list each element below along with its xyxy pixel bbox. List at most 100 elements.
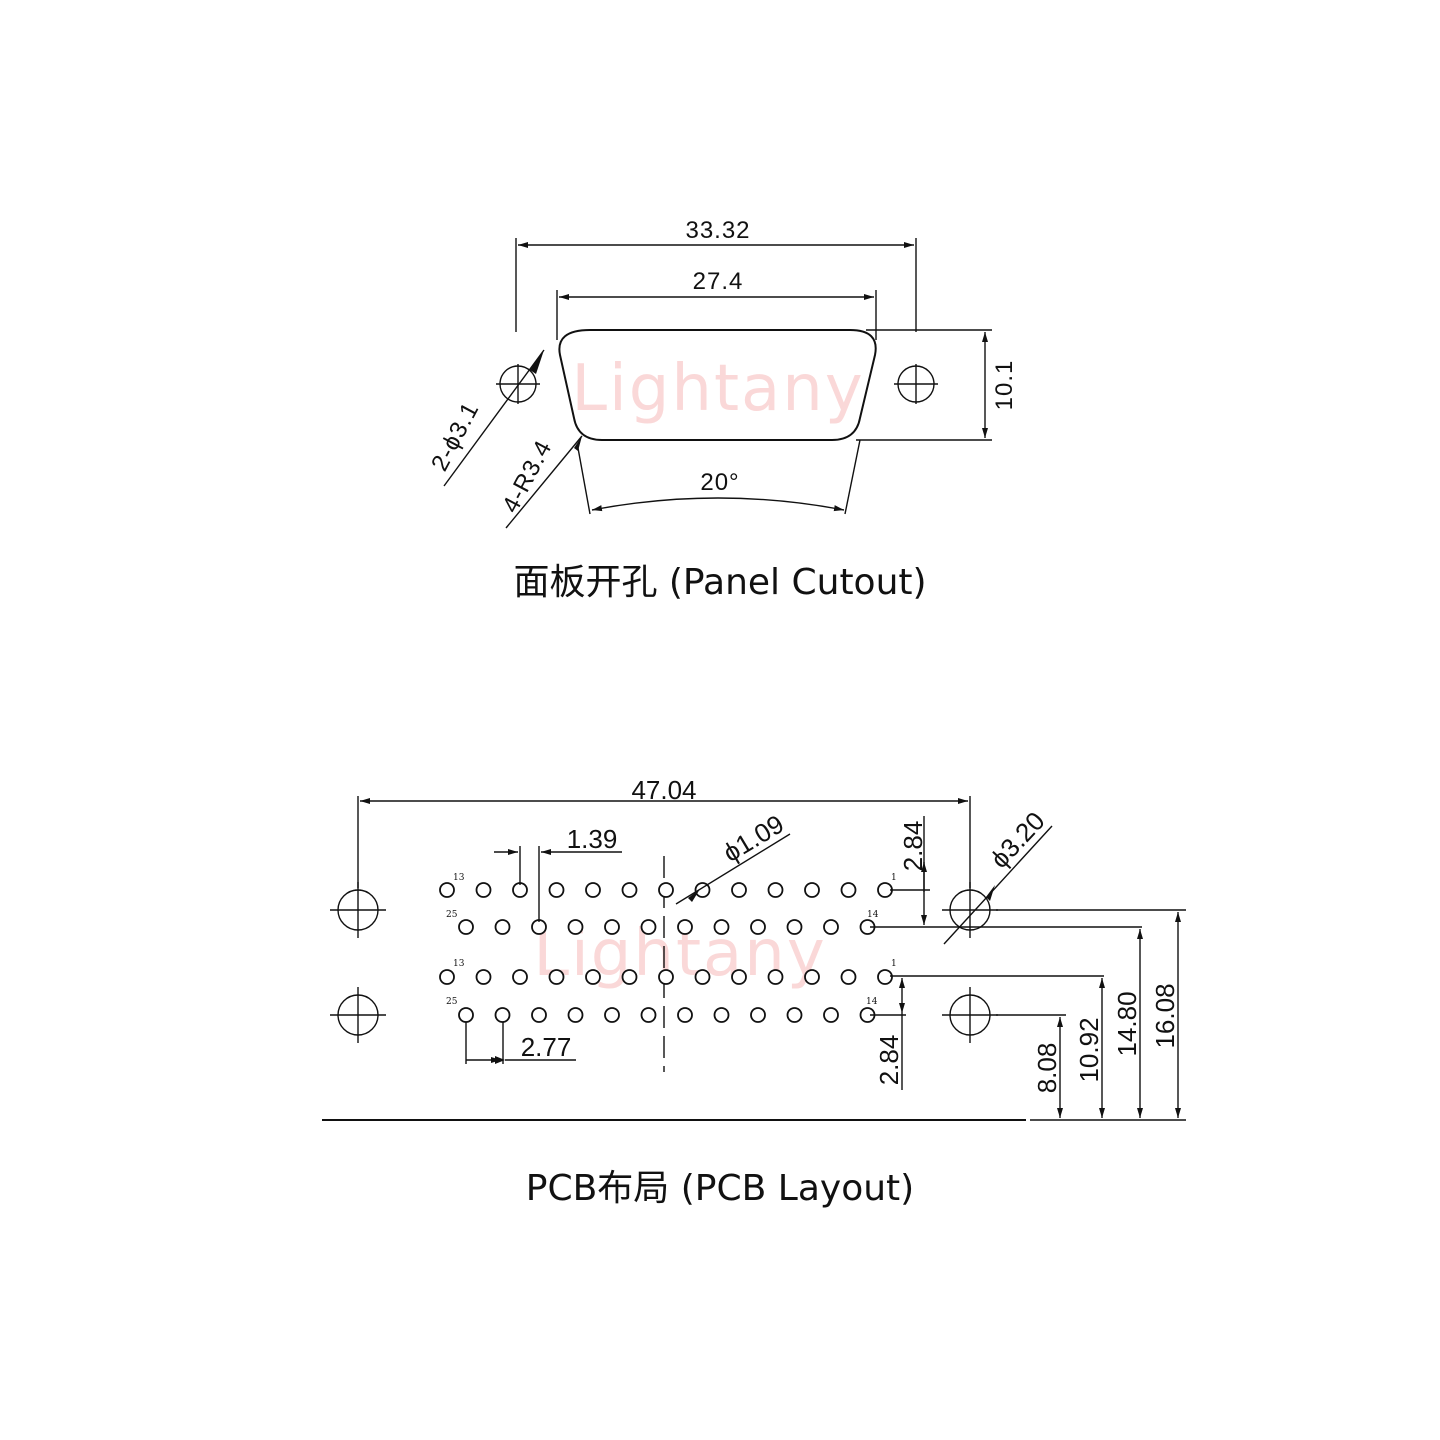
pcb-pin-hole xyxy=(475,969,492,985)
pcb-pin-hole xyxy=(786,1007,803,1023)
dim-row-spacing-bottom: 2.84 xyxy=(870,975,1104,1090)
pcb-pin-hole xyxy=(658,969,674,985)
dim-angle-label: 20° xyxy=(700,469,739,496)
pin-label-13-upper: 13 xyxy=(453,873,465,883)
pcb-pin-hole xyxy=(567,919,584,935)
pcb-pin-hole xyxy=(804,969,820,985)
pcb-mount-hole-top-left xyxy=(330,882,386,938)
pcb-pin-hole xyxy=(713,919,730,935)
pin-label-25-lower: 25 xyxy=(446,997,458,1007)
pcb-pin-hole xyxy=(877,882,893,898)
dim-height-1: 8.08 xyxy=(996,1014,1066,1118)
pcb-pin-hole xyxy=(713,1007,730,1023)
pcb-pin-hole xyxy=(494,1007,511,1023)
dim-height-3: 14.80 xyxy=(1112,929,1143,1118)
pcb-pin-hole xyxy=(731,969,747,985)
dim-height-1-label: 8.08 xyxy=(1032,1043,1062,1094)
pin-label-1-upper: 1 xyxy=(891,873,897,883)
pin-label-13-lower: 13 xyxy=(453,959,465,969)
pcb-pin-hole xyxy=(750,919,766,935)
pcb-pin-hole xyxy=(640,1007,657,1023)
pcb-pin-hole xyxy=(531,919,547,935)
dim-height-label: 10.1 xyxy=(991,360,1018,411)
pcb-layout-caption: PCB布局 (PCB Layout) xyxy=(526,1168,914,1209)
pcb-pin-hole xyxy=(585,969,601,985)
dim-row-spacing-bottom-label: 2.84 xyxy=(874,1035,904,1086)
pcb-pin-hole xyxy=(531,1007,547,1023)
pcb-pin-hole xyxy=(877,969,893,985)
pcb-pin-hole xyxy=(767,969,784,985)
pcb-pin-hole xyxy=(548,969,565,985)
dim-height-4-label: 16.08 xyxy=(1150,983,1180,1048)
dim-mount-diameter: ϕ3.20 xyxy=(943,806,1053,945)
panel-right-mount-hole xyxy=(894,364,938,404)
panel-cutout-view: Lightany 33.32 27.4 xyxy=(426,217,1018,603)
pcb-mount-hole-bottom-right xyxy=(942,987,998,1043)
pcb-pin-hole xyxy=(475,882,492,898)
pcb-pin-hole xyxy=(567,1007,584,1023)
dim-hole-diameter-label: 2-ϕ3.1 xyxy=(426,397,485,475)
dim-shell-width-label: 27.4 xyxy=(693,268,744,295)
dim-pcb-overall-width: 47.04 xyxy=(357,775,971,888)
dim-pin-offset: 1.39 xyxy=(494,824,622,922)
d-sub-cutout-outline xyxy=(558,329,877,441)
pcb-pin-hole xyxy=(840,882,857,898)
pcb-pin-hole xyxy=(604,919,620,935)
pcb-pin-hole xyxy=(548,882,565,898)
pcb-pin-hole xyxy=(823,1007,839,1023)
pcb-pin-hole xyxy=(621,969,638,985)
dim-height-4: 16.08 xyxy=(996,909,1186,1121)
pcb-pin-row-3 xyxy=(439,969,893,985)
pin-label-1-lower: 1 xyxy=(891,959,897,969)
dim-pin-pitch: 2.77 xyxy=(465,1022,576,1064)
dim-height-2-label: 10.92 xyxy=(1074,1017,1104,1082)
dim-row-spacing-top-label: 2.84 xyxy=(898,821,928,872)
pcb-layout-view: Lightany 13 1 25 14 13 xyxy=(322,775,1186,1209)
pcb-pin-hole xyxy=(786,919,803,935)
pcb-pin-hole xyxy=(677,919,693,935)
pcb-pin-hole xyxy=(823,919,839,935)
pcb-mount-hole-top-right xyxy=(942,882,998,938)
pcb-pin-hole xyxy=(621,882,638,898)
pcb-pin-hole xyxy=(677,1007,693,1023)
pcb-pin-hole xyxy=(512,969,528,985)
pcb-pin-hole xyxy=(439,882,455,898)
pcb-pin-hole xyxy=(804,882,820,898)
dim-pin-diameter-label: ϕ1.09 xyxy=(718,809,789,868)
pcb-pin-hole xyxy=(604,1007,620,1023)
pcb-pin-hole xyxy=(750,1007,766,1023)
pcb-pin-hole xyxy=(658,882,674,898)
pcb-pin-row-1 xyxy=(439,882,893,898)
pcb-pin-hole xyxy=(694,882,711,898)
dim-row-spacing-top: 2.84 xyxy=(870,816,1142,928)
pcb-pin-hole xyxy=(439,969,455,985)
dim-height-2: 10.92 xyxy=(1074,978,1105,1118)
pin-label-14-upper: 14 xyxy=(867,910,879,920)
pcb-pin-hole xyxy=(640,919,657,935)
pcb-pin-hole xyxy=(731,882,747,898)
panel-left-mount-hole xyxy=(496,364,540,404)
dim-angle: 20° xyxy=(577,439,861,515)
pcb-pin-hole xyxy=(512,882,528,898)
pin-label-14-lower: 14 xyxy=(866,997,878,1007)
panel-watermark: Lightany xyxy=(571,352,864,426)
pcb-pin-hole xyxy=(585,882,601,898)
dim-height-3-label: 14.80 xyxy=(1112,991,1142,1056)
dim-pin-offset-label: 1.39 xyxy=(567,824,618,854)
pcb-pin-hole xyxy=(458,919,474,935)
pcb-pin-row-4 xyxy=(458,1007,876,1023)
pcb-pin-hole xyxy=(458,1007,474,1023)
pcb-pin-hole xyxy=(767,882,784,898)
pcb-pin-hole xyxy=(694,969,711,985)
dim-corner-radius: 4-R3.4 xyxy=(497,435,583,529)
dim-height: 10.1 xyxy=(856,329,1018,441)
dim-shell-width: 27.4 xyxy=(556,268,877,340)
dim-pin-pitch-label: 2.77 xyxy=(521,1032,572,1062)
dim-overall-width-label: 33.32 xyxy=(685,217,750,244)
pcb-pin-hole xyxy=(840,969,857,985)
panel-cutout-caption: 面板开孔 (Panel Cutout) xyxy=(513,562,926,603)
dim-overall-width: 33.32 xyxy=(515,217,917,332)
pcb-pin-hole xyxy=(494,919,511,935)
pin-label-25-upper: 25 xyxy=(446,910,458,920)
